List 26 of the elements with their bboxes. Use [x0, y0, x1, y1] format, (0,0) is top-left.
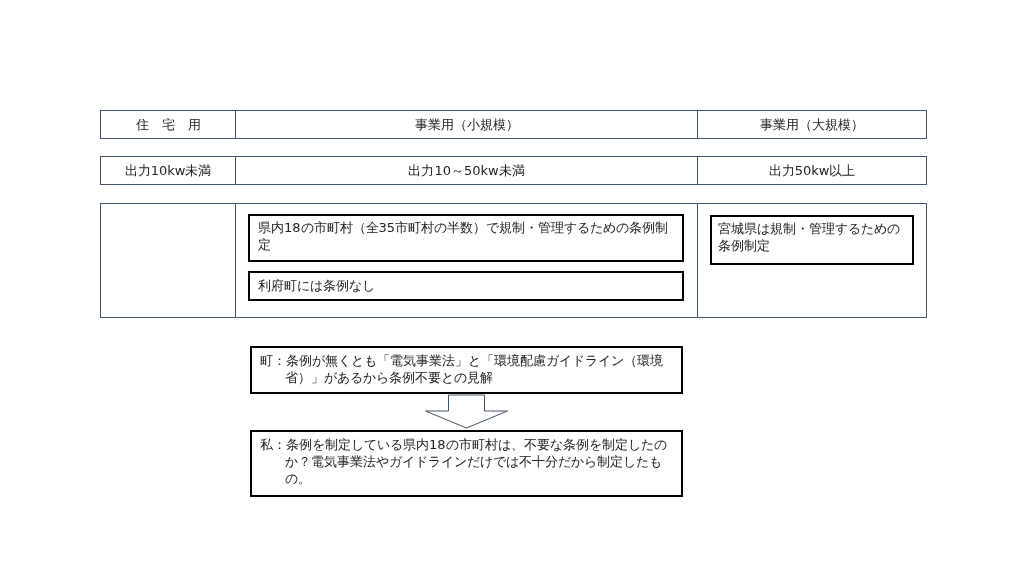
- text-box: [250, 430, 683, 497]
- header-text: 事業用（小規模）: [414, 116, 519, 133]
- table-cell: [697, 203, 927, 318]
- table-header-cell: [100, 156, 236, 185]
- table-header-cell: [235, 110, 698, 139]
- note-text: 私：条例を制定している県内18の市町村は、不要な条例を制定したのか？電気事業法やガイドラインだけでは不十分だから制定したもの。: [260, 436, 668, 487]
- table-header-cell: [100, 110, 236, 139]
- header-text: 事業用（大規模）: [760, 116, 864, 133]
- header-text: 出力10kw未満: [124, 162, 212, 179]
- text-box: [248, 214, 684, 262]
- header-text: 出力50kw以上: [768, 162, 856, 179]
- table-cell: [235, 203, 698, 318]
- note-text: 町：条例が無くとも「電気事業法」と「環境配慮ガイドライン（環境省）」があるから条例不要との見解: [260, 352, 664, 386]
- note-text: 県内18の市町村（全35市町村の半数）で規制・管理するための条例制定: [258, 219, 670, 253]
- table-header-cell: [697, 110, 927, 139]
- text-box: [710, 215, 914, 265]
- text-box: [250, 346, 683, 394]
- table-cell: [100, 203, 236, 318]
- header-text: 出力10～50kw未満: [408, 162, 525, 179]
- note-text: 宮城県は規制・管理するための条例制定: [718, 220, 901, 254]
- block-arrow: [425, 394, 508, 429]
- header-text: 住 宅 用: [135, 116, 201, 133]
- table-header-cell: [697, 156, 927, 185]
- note-text: 利府町には条例なし: [258, 277, 376, 294]
- table-header-cell: [235, 156, 698, 185]
- text-box: [248, 271, 684, 301]
